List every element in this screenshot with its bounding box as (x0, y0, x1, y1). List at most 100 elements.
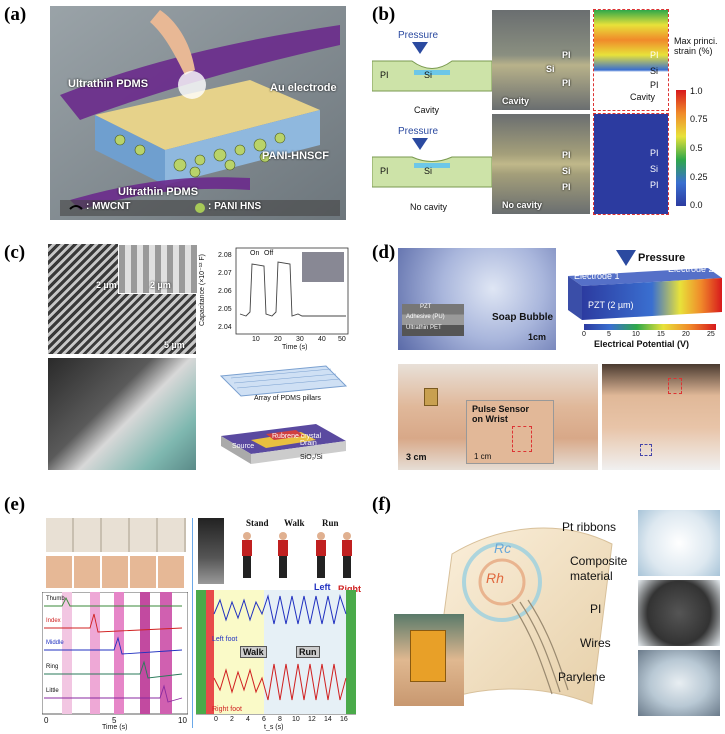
sim-pi2: PI (650, 80, 659, 90)
right-xtick-6: 12 (308, 716, 316, 723)
sem-inset (118, 244, 198, 294)
source-label: Source (232, 443, 255, 450)
sim-pi3: PI (650, 148, 659, 158)
wrist-sensor (424, 388, 438, 406)
img-pi1: PI (562, 50, 571, 60)
pzt-label: PZT (2 µm) (588, 300, 634, 310)
panel-d: (d) PZT Adhesive (PU) Ultrathin PET Soap… (362, 240, 725, 475)
drain-label: Drain (300, 440, 317, 447)
graph-xtick-1: 20 (274, 336, 282, 343)
potential-tick-5: 25 (707, 331, 715, 338)
left-xtick-0: 0 (44, 716, 49, 725)
label-walk: Walk (284, 518, 305, 528)
graph-on-label: On (250, 250, 260, 257)
panel-c: (c) 2 µm 2 µm 5 µm On Off Capacitance (×… (0, 240, 360, 475)
pressure-arrow-bottom (412, 138, 428, 150)
neck-sensor-top (668, 378, 682, 394)
rh-label: Rh (486, 570, 504, 586)
right-t-label: t_s (s) (264, 724, 284, 731)
label-ultrathin-pdms-bottom: Ultrathin PDMS (118, 186, 199, 198)
cavity-schematic (372, 60, 492, 92)
walk-box-label: Walk (240, 646, 267, 658)
img-si1: Si (546, 64, 555, 74)
sem-scale-3: 5 µm (164, 340, 185, 350)
scale-3cm: 3 cm (406, 452, 427, 462)
au-top-layer (95, 80, 320, 150)
finger-signals-chart (42, 592, 188, 715)
potential-tick-2: 10 (632, 331, 640, 338)
panel-a: (a) Ultrathin PDMS Au electrode PANI- (0, 0, 360, 225)
bottom-pdms-sheet (70, 177, 250, 210)
capacitance-graph (235, 247, 349, 335)
panel-f: (f) Rc Rh Pt ribbons Composite material … (362, 490, 725, 734)
pani-hns-icon (195, 203, 205, 213)
layer-stack-inset (402, 304, 464, 336)
label-ultrathin-pdms-top: Ultrathin PDMS (68, 78, 149, 90)
run-box-label: Run (296, 646, 320, 658)
finger-illustration (150, 10, 195, 75)
legend-pani: : PANI HNS (208, 201, 262, 212)
pressure-arrow-d (616, 250, 636, 266)
no-cavity-label: No cavity (410, 202, 448, 212)
panel-e-divider (192, 518, 193, 728)
label-stand: Stand (246, 518, 269, 528)
panel-f-label: (f) (372, 494, 391, 515)
electrode-1-label: Electrode 1 (574, 271, 620, 281)
composite-label: Composite (570, 554, 628, 568)
panel-a-illustration (50, 6, 346, 220)
right-xtick-8: 16 (340, 716, 348, 723)
right-xtick-0: 0 (214, 716, 218, 723)
potential-tick-4: 20 (682, 331, 690, 338)
panel-c-label: (c) (4, 242, 26, 263)
graph-xtick-3: 40 (318, 336, 326, 343)
finger-ring: Ring (46, 664, 59, 670)
simulation-bottom (593, 113, 669, 215)
flex-sensor-chip (410, 630, 446, 682)
layer-pet: Ultrathin PET (406, 325, 442, 331)
ofet-schematic (219, 365, 348, 464)
top-pdms-sheet (60, 25, 340, 120)
img-pi3: PI (562, 150, 571, 160)
graph-ytick-3: 2.05 (218, 306, 232, 313)
micrograph-top (492, 10, 590, 110)
colorbar-tick-2: 0.5 (690, 143, 703, 153)
left-xtick-1: 5 (112, 716, 117, 725)
label-right: Right (338, 584, 361, 594)
black-cube-photo (638, 580, 720, 646)
graph-xlabel: Time (s) (282, 344, 308, 351)
colorbar-tick-4: 0.0 (690, 200, 703, 210)
graph-off-label: Off (264, 250, 274, 257)
img-cavity: Cavity (502, 96, 530, 106)
finger-middle: Middle (46, 640, 64, 646)
sem-scale-2: 2 µm (150, 280, 171, 290)
panel-d-label: (d) (372, 242, 396, 263)
figures-illustration (242, 532, 352, 578)
substrate-label: SiO₂/Si (300, 454, 323, 461)
potential-tick-1: 5 (607, 331, 611, 338)
right-xtick-3: 6 (262, 716, 266, 723)
label-run: Run (322, 518, 339, 528)
img-pi4: PI (562, 182, 571, 192)
pulse-highlight (512, 426, 532, 452)
panel-e-label: (e) (4, 494, 26, 515)
label-pani-hnscf: PANI-HNSCF (262, 150, 330, 162)
hand-photos (46, 556, 186, 588)
legend-mwcnt: : MWCNT (86, 201, 131, 212)
potential-tick-0: 0 (582, 331, 586, 338)
panel-b: (b) Pressure PI Si Cavity Pressure PI Si… (362, 0, 725, 225)
schematic-pi-top: PI (380, 70, 389, 80)
cavity-label: Cavity (414, 105, 440, 115)
pressure-arrow-top (412, 42, 428, 54)
sensor-illustration (431, 527, 613, 705)
mwcnt-icon (69, 205, 83, 210)
sim-si2: Si (650, 164, 659, 174)
img-nocavity: No cavity (502, 200, 543, 210)
colorbar-tick-1: 0.75 (690, 114, 708, 124)
shoe-insole-photo (198, 518, 224, 584)
pt-ribbons-label: Pt ribbons (562, 520, 617, 534)
right-foot-label: Right foot (212, 706, 242, 713)
pulse-sensor-label: Pulse Sensor on Wrist (472, 404, 530, 424)
transparent-disc-photo (638, 650, 720, 716)
left-time-label: Time (s) (102, 724, 128, 731)
glove-photos (46, 518, 186, 552)
